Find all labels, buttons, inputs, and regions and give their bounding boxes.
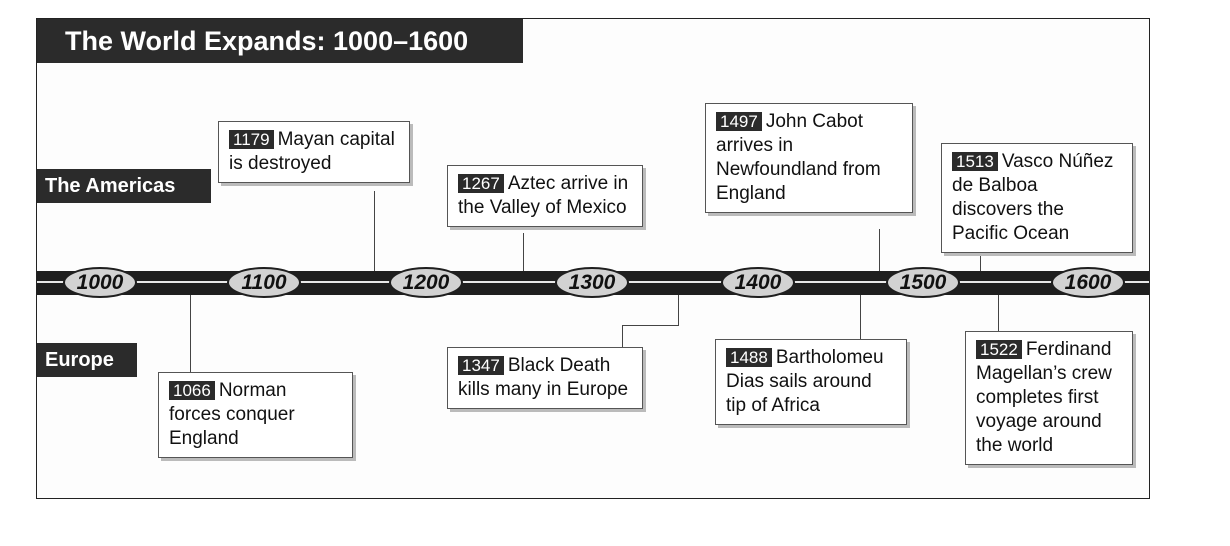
region-label-europe: Europe: [37, 343, 137, 377]
connector-1497: [879, 229, 880, 273]
connector-1522: [998, 293, 999, 333]
tick-1000: 1000: [63, 267, 137, 298]
tick-1300: 1300: [555, 267, 629, 298]
event-year: 1066: [169, 381, 215, 400]
event-year: 1179: [229, 130, 274, 149]
event-text: Norman forces conquer England: [169, 380, 295, 449]
event-text: John Cabot arrives in Newfoundland from …: [716, 111, 881, 204]
tick-1600: 1600: [1051, 267, 1125, 298]
event-text: Bartholomeu Dias sails around tip of Afr…: [726, 347, 884, 416]
connector-1347-down: [678, 293, 679, 325]
event-year: 1522: [976, 340, 1022, 359]
event-text: Ferdinand Magellan’s crew completes firs…: [976, 339, 1112, 456]
timeline-figure: The World Expands: 1000–1600 The America…: [36, 18, 1150, 499]
tick-1500: 1500: [886, 267, 960, 298]
tick-1100: 1100: [227, 267, 301, 298]
connector-1267: [523, 233, 524, 273]
connector-1488: [860, 293, 861, 339]
event-year: 1513: [952, 152, 998, 171]
figure-title: The World Expands: 1000–1600: [37, 19, 523, 63]
event-year: 1347: [458, 356, 504, 375]
event-text: Mayan capital is destroyed: [229, 129, 395, 174]
connector-1066: [190, 293, 191, 375]
event-year: 1488: [726, 348, 772, 367]
connector-1347-drop: [622, 325, 623, 349]
event-year: 1267: [458, 174, 504, 193]
connector-1347-across: [622, 325, 679, 326]
region-label-americas: The Americas: [37, 169, 211, 203]
event-text: Black Death kills many in Europe: [458, 355, 629, 400]
event-year: 1497: [716, 112, 762, 131]
event-text: Aztec arrive in the Valley of Mexico: [458, 173, 629, 218]
tick-1200: 1200: [389, 267, 463, 298]
connector-1513: [980, 241, 981, 273]
event-text: Vasco Núñez de Balboa discovers the Paci…: [952, 151, 1114, 244]
tick-1400: 1400: [721, 267, 795, 298]
connector-1179: [374, 191, 375, 273]
